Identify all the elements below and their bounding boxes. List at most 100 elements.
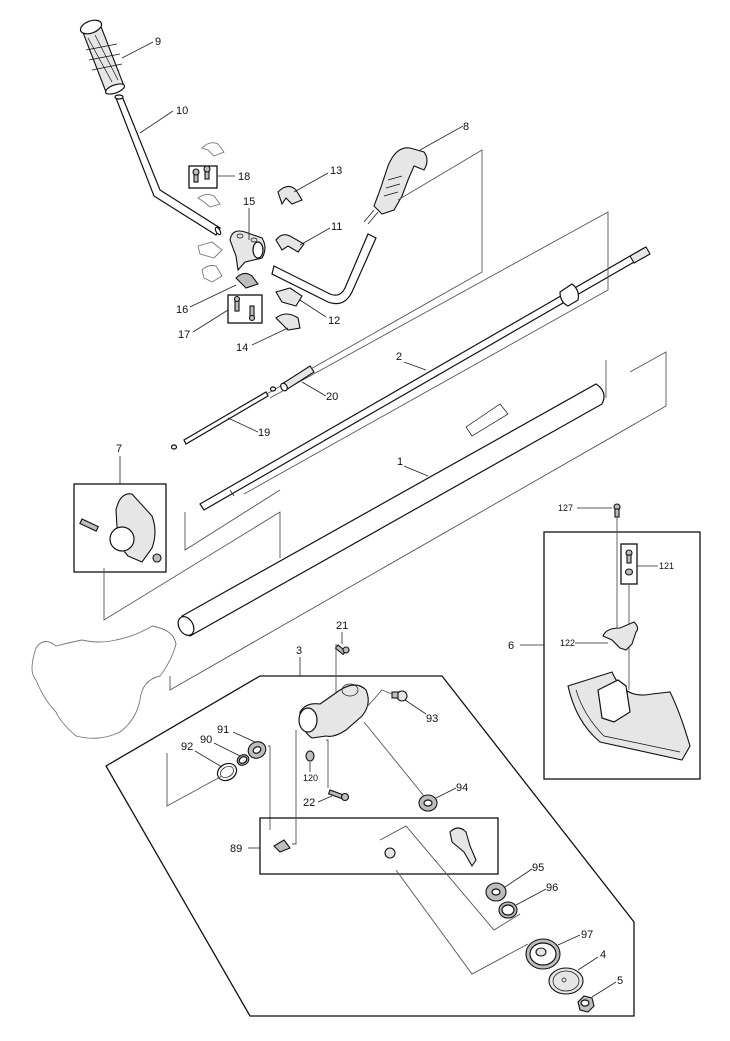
part-right-handle-bar[interactable] <box>271 233 377 305</box>
part-13-clamp[interactable] <box>277 185 303 206</box>
part-7-clamp-assembly[interactable] <box>73 483 167 573</box>
callout-12[interactable]: 12 <box>328 315 340 327</box>
callout-94[interactable]: 94 <box>456 782 468 794</box>
leader-14 <box>251 327 289 346</box>
callout-17[interactable]: 17 <box>178 329 190 341</box>
callout-22[interactable]: 22 <box>303 797 315 809</box>
part-121-bolt-set[interactable] <box>620 543 638 585</box>
leader-20 <box>301 381 327 397</box>
leader-12 <box>299 299 327 318</box>
part-upper-clamp-ghost <box>197 142 225 208</box>
callout-19[interactable]: 19 <box>258 427 270 439</box>
part-2-drive-shaft[interactable] <box>199 246 651 511</box>
part-21-screw[interactable] <box>334 644 350 656</box>
part-90-washer[interactable] <box>235 753 250 768</box>
part-19-liner-rod[interactable] <box>170 386 277 450</box>
leader-13 <box>293 172 329 193</box>
callout-89[interactable]: 89 <box>230 843 242 855</box>
callout-120[interactable]: 120 <box>303 773 318 783</box>
part-91-ball-bearing[interactable] <box>245 739 269 762</box>
guide-89 <box>292 730 297 845</box>
guide-89c <box>395 869 529 975</box>
callout-96[interactable]: 96 <box>546 882 558 894</box>
part-22-bolt[interactable] <box>327 789 350 802</box>
part-left-clamps-ghost <box>197 241 223 283</box>
callout-93[interactable]: 93 <box>426 713 438 725</box>
part-5-nut[interactable] <box>577 995 595 1013</box>
leader-8 <box>419 125 464 151</box>
leader-9 <box>121 41 154 59</box>
part-16-holder-cap[interactable] <box>235 272 259 289</box>
part-93-plug[interactable] <box>391 690 408 702</box>
callout-95[interactable]: 95 <box>532 862 544 874</box>
callout-127[interactable]: 127 <box>558 503 573 513</box>
part-120-nut[interactable] <box>305 750 315 762</box>
guide-94 <box>363 721 425 797</box>
part-1-outer-pipe[interactable] <box>175 383 605 638</box>
callout-4[interactable]: 4 <box>600 949 606 961</box>
callout-21[interactable]: 21 <box>336 620 348 632</box>
callout-15[interactable]: 15 <box>243 196 255 208</box>
leader-96 <box>515 888 547 906</box>
guide-93 <box>365 689 393 709</box>
part-127-screw[interactable] <box>613 503 621 518</box>
callout-91[interactable]: 91 <box>217 724 229 736</box>
part-11-clamp[interactable] <box>275 234 305 253</box>
callout-121[interactable]: 121 <box>659 561 674 571</box>
part-4-cup-washer[interactable] <box>548 967 584 995</box>
part-17-bolt-set[interactable] <box>227 294 263 324</box>
part-122-protector-bracket[interactable] <box>602 621 639 651</box>
engine-outline <box>31 625 177 739</box>
callout-7[interactable]: 7 <box>116 443 122 455</box>
callout-122[interactable]: 122 <box>560 638 575 648</box>
part-94-ball-bearing[interactable] <box>418 794 438 812</box>
callout-14[interactable]: 14 <box>236 342 248 354</box>
leader-90 <box>213 742 241 757</box>
callout-10[interactable]: 10 <box>176 105 188 117</box>
callout-97[interactable]: 97 <box>581 929 593 941</box>
part-89-gear-shaft-set[interactable] <box>259 817 499 875</box>
callout-92[interactable]: 92 <box>181 741 193 753</box>
callout-16[interactable]: 16 <box>176 304 188 316</box>
callout-5[interactable]: 5 <box>617 975 623 987</box>
part-97-receiver[interactable] <box>525 938 561 970</box>
callout-18[interactable]: 18 <box>238 171 250 183</box>
guide-clamp <box>103 511 281 621</box>
callout-3[interactable]: 3 <box>296 645 302 657</box>
callout-8[interactable]: 8 <box>463 121 469 133</box>
callout-1[interactable]: 1 <box>397 456 403 468</box>
part-12-clamp[interactable] <box>275 287 303 307</box>
part-92-retaining-ring[interactable] <box>214 760 239 784</box>
leader-94 <box>435 787 457 799</box>
part-6-protector-assembly[interactable] <box>543 531 701 780</box>
leader-10 <box>139 110 174 134</box>
callout-9[interactable]: 9 <box>155 36 161 48</box>
guide-shaft-left <box>184 489 281 551</box>
part-18-bolt-set[interactable] <box>188 165 218 189</box>
leader-17 <box>192 309 229 333</box>
guide-92 <box>166 753 223 807</box>
leader-2 <box>403 361 427 371</box>
part-14-clamp[interactable] <box>275 313 301 331</box>
part-gear-case[interactable] <box>298 683 369 739</box>
part-9-handle-grip[interactable] <box>79 18 126 97</box>
part-15-handle-holder[interactable] <box>229 230 266 272</box>
callout-90[interactable]: 90 <box>200 734 212 746</box>
leader-4 <box>577 956 599 971</box>
callout-6[interactable]: 6 <box>508 640 514 652</box>
part-10-handle-bar[interactable] <box>114 94 222 236</box>
leader-5 <box>591 981 617 998</box>
callout-20[interactable]: 20 <box>326 391 338 403</box>
callout-2[interactable]: 2 <box>396 351 402 363</box>
part-95-ball-bearing[interactable] <box>485 882 507 902</box>
part-8-throttle-grip[interactable] <box>363 147 428 225</box>
part-96-retaining-ring[interactable] <box>498 901 518 919</box>
callout-11[interactable]: 11 <box>331 221 342 233</box>
guide-pipe <box>169 351 667 691</box>
guide-shaft-right <box>243 211 609 495</box>
callout-13[interactable]: 13 <box>330 165 342 177</box>
part-20-sleeve[interactable] <box>279 365 315 392</box>
leader-92 <box>194 750 223 768</box>
leader-93 <box>404 699 427 715</box>
guide-89b <box>379 825 521 931</box>
